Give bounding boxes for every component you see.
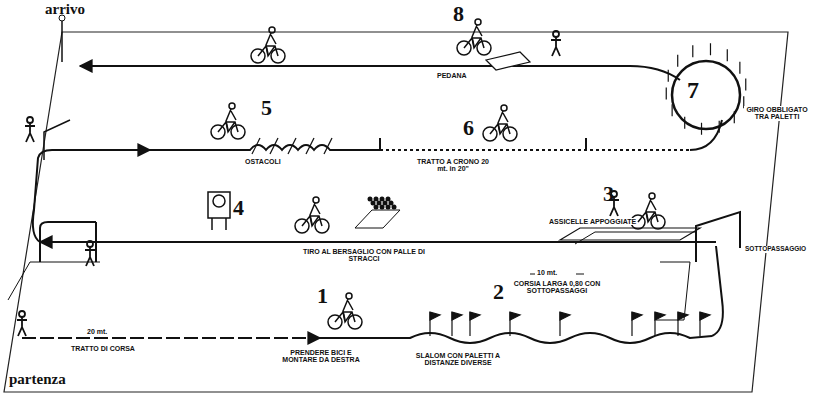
course-caption: GIRO OBBLIGATO TRA PALETTI — [744, 106, 810, 121]
pole — [677, 55, 678, 67]
pole — [745, 79, 746, 91]
pole — [719, 121, 720, 133]
hurdle — [252, 138, 260, 154]
station-number: 3 — [602, 182, 615, 205]
flag — [655, 312, 665, 320]
pole — [666, 87, 667, 99]
flag — [452, 312, 462, 320]
rag-ball — [374, 197, 379, 202]
rider-head — [346, 293, 352, 299]
pole — [710, 43, 711, 55]
pole — [692, 45, 693, 57]
flag — [632, 312, 642, 320]
flag — [470, 312, 480, 320]
person-body — [551, 37, 561, 56]
course-caption: TRATTO DI CORSA — [70, 345, 136, 352]
flag — [700, 312, 710, 320]
station-number: 8 — [452, 2, 465, 25]
station-number: 6 — [462, 116, 475, 139]
rag-ball — [392, 205, 397, 210]
station-number: 4 — [232, 196, 245, 219]
rag-ball — [380, 205, 385, 210]
rider-head — [649, 193, 655, 199]
course-caption: SLALOM CON PALETTI A DISTANZE DIVERSE — [402, 352, 514, 367]
course-caption: SOTTOPASSAGGIO — [744, 246, 807, 253]
rider-body — [310, 203, 320, 224]
rider-head — [501, 105, 507, 111]
hurdle — [288, 138, 296, 154]
rider-head — [269, 27, 275, 33]
course-title: partenza — [8, 372, 67, 388]
station-number: 2 — [492, 280, 505, 303]
person-head — [19, 311, 25, 317]
pole — [701, 123, 702, 135]
flag — [510, 312, 520, 320]
person-body — [17, 317, 27, 336]
rider-head — [313, 197, 319, 203]
hurdle — [306, 138, 314, 154]
course-caption: PEDANA — [436, 72, 468, 79]
person-head — [87, 241, 93, 247]
rider-body — [646, 199, 656, 220]
flag — [560, 312, 570, 320]
rider-head — [475, 19, 481, 25]
course-caption: TRATTO A CRONO 20 mt. in 20" — [412, 158, 494, 173]
pole — [668, 70, 669, 82]
flag — [678, 312, 688, 320]
rider-body — [266, 33, 276, 54]
rag-ball — [371, 201, 376, 206]
rag-ball — [386, 205, 391, 210]
course-caption: 10 mt. — [536, 269, 558, 276]
person-head — [553, 31, 559, 37]
flag — [430, 312, 440, 320]
rider-head — [229, 103, 235, 109]
hurdle — [324, 138, 332, 154]
rag-ball — [386, 197, 391, 202]
station-number: 1 — [316, 284, 329, 307]
rider-body — [498, 111, 508, 132]
course-title: arrivo — [44, 2, 86, 18]
rag-ball — [389, 201, 394, 206]
rag-ball — [368, 197, 373, 202]
rag-ball — [383, 201, 388, 206]
rag-ball — [374, 205, 379, 210]
rider-body — [226, 109, 236, 130]
pole — [672, 104, 673, 116]
pole — [727, 49, 728, 61]
rag-ball — [380, 197, 385, 202]
station-number: 7 — [686, 78, 700, 103]
person-head — [27, 117, 33, 123]
hurdle — [270, 138, 278, 154]
course-caption: PRENDERE BICI E MONTARE DA DESTRA — [272, 349, 370, 364]
person-body — [85, 247, 95, 266]
pole — [684, 117, 685, 129]
station-number: 5 — [260, 96, 273, 119]
rag-ball — [377, 201, 382, 206]
course-caption: CORSIA LARGA 0,80 CON SOTTOPASSAGGI — [506, 280, 608, 295]
course-caption: 20 mt. — [86, 328, 108, 335]
pole — [739, 62, 740, 74]
course-caption: TIRO AL BERSAGLIO CON PALLE DI STRACCI — [300, 248, 428, 263]
pole — [734, 111, 735, 123]
course-caption: OSTACOLI — [244, 158, 282, 165]
rider-body — [472, 25, 482, 46]
rider-body — [343, 299, 353, 320]
person-body — [25, 123, 35, 142]
course-caption: ASSICELLE APPOGGIATE — [548, 218, 637, 225]
